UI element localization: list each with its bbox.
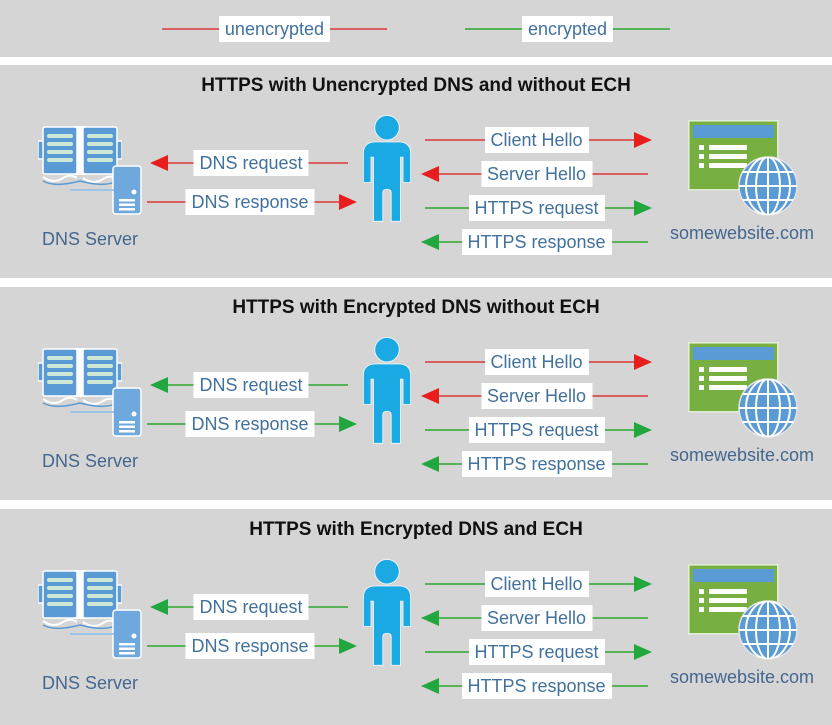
- dns-server-label: DNS Server: [42, 673, 139, 693]
- client-hello-arrow: Client Hello: [423, 127, 652, 153]
- dns-request-arrow: DNS request: [150, 150, 350, 176]
- panel-title: HTTPS with Encrypted DNS without ECH: [232, 297, 600, 318]
- website-label: somewebsite.com: [669, 445, 815, 465]
- legend-item-encrypted: encrypted: [465, 15, 671, 42]
- website-label: somewebsite.com: [669, 667, 815, 687]
- dns-book-icon: [38, 570, 122, 630]
- arrowhead-left-icon: [421, 678, 439, 694]
- user-icon: [362, 115, 412, 222]
- arrow-label: DNS response: [185, 189, 315, 215]
- legend-band: unencrypted encrypted: [0, 0, 832, 57]
- scenario-panel-1: HTTPS with Unencrypted DNS and without E…: [0, 65, 832, 278]
- dns-server-tower-icon: [112, 609, 142, 659]
- arrowhead-left-icon: [421, 388, 439, 404]
- scenario-panel-2: HTTPS with Encrypted DNS without ECH: [0, 287, 832, 500]
- arrow-label: Client Hello: [484, 349, 589, 375]
- arrow-label: DNS response: [185, 633, 315, 659]
- panel-title: HTTPS with Unencrypted DNS and without E…: [201, 75, 631, 96]
- arrowhead-right-icon: [634, 576, 652, 592]
- book-server-connector: [70, 189, 114, 191]
- arrowhead-right-icon: [634, 200, 652, 216]
- server-hello-arrow: Server Hello: [421, 161, 650, 187]
- arrow-label: HTTPS response: [461, 673, 612, 699]
- arrowhead-left-icon: [150, 155, 168, 171]
- website-icon: [688, 564, 798, 660]
- arrow-label: DNS request: [193, 372, 309, 398]
- https-request-arrow: HTTPS request: [423, 195, 652, 221]
- dns-server-tower-icon: [112, 165, 142, 215]
- legend-item-unencrypted: unencrypted: [161, 15, 387, 42]
- arrowhead-left-icon: [421, 166, 439, 182]
- dns-request-arrow: DNS request: [150, 594, 350, 620]
- website-icon: [688, 342, 798, 438]
- arrowhead-right-icon: [634, 132, 652, 148]
- arrowhead-right-icon: [634, 644, 652, 660]
- book-server-connector: [70, 411, 114, 413]
- arrowhead-left-icon: [421, 456, 439, 472]
- client-hello-arrow: Client Hello: [423, 349, 652, 375]
- website-icon: [688, 120, 798, 216]
- dns-response-arrow: DNS response: [145, 189, 357, 215]
- dns-server-label: DNS Server: [42, 229, 139, 249]
- arrowhead-left-icon: [421, 234, 439, 250]
- encrypted-line-sample-icon: [613, 27, 671, 30]
- arrowhead-right-icon: [634, 354, 652, 370]
- arrow-label: Server Hello: [480, 161, 593, 187]
- arrow-label: Server Hello: [480, 383, 593, 409]
- arrowhead-left-icon: [150, 599, 168, 615]
- client-hello-arrow: Client Hello: [423, 571, 652, 597]
- https-request-arrow: HTTPS request: [423, 639, 652, 665]
- server-hello-arrow: Server Hello: [421, 383, 650, 409]
- scenario-panel-3: HTTPS with Encrypted DNS and ECH: [0, 509, 832, 725]
- https-request-arrow: HTTPS request: [423, 417, 652, 443]
- arrow-label: Client Hello: [484, 571, 589, 597]
- unencrypted-line-sample-icon: [330, 27, 387, 30]
- arrow-label: DNS response: [185, 411, 315, 437]
- arrow-label: HTTPS response: [461, 451, 612, 477]
- arrow-label: HTTPS response: [461, 229, 612, 255]
- arrow-label: HTTPS request: [468, 417, 605, 443]
- dns-response-arrow: DNS response: [145, 633, 357, 659]
- dns-book-icon: [38, 126, 122, 186]
- https-response-arrow: HTTPS response: [421, 451, 650, 477]
- dns-book-icon: [38, 348, 122, 408]
- encrypted-line-sample-icon: [465, 27, 522, 30]
- dns-server-label: DNS Server: [42, 451, 139, 471]
- legend-label-unencrypted: unencrypted: [218, 15, 330, 42]
- server-hello-arrow: Server Hello: [421, 605, 650, 631]
- https-response-arrow: HTTPS response: [421, 673, 650, 699]
- arrow-label: Client Hello: [484, 127, 589, 153]
- arrow-label: Server Hello: [480, 605, 593, 631]
- arrowhead-right-icon: [339, 194, 357, 210]
- arrowhead-left-icon: [421, 610, 439, 626]
- arrowhead-left-icon: [150, 377, 168, 393]
- arrowhead-right-icon: [339, 416, 357, 432]
- unencrypted-line-sample-icon: [161, 27, 219, 30]
- arrowhead-right-icon: [634, 422, 652, 438]
- dns-request-arrow: DNS request: [150, 372, 350, 398]
- https-response-arrow: HTTPS response: [421, 229, 650, 255]
- arrow-label: HTTPS request: [468, 639, 605, 665]
- user-icon: [362, 337, 412, 444]
- dns-response-arrow: DNS response: [145, 411, 357, 437]
- book-server-connector: [70, 633, 114, 635]
- arrowhead-right-icon: [339, 638, 357, 654]
- arrow-label: HTTPS request: [468, 195, 605, 221]
- arrow-label: DNS request: [193, 594, 309, 620]
- user-icon: [362, 559, 412, 666]
- arrow-label: DNS request: [193, 150, 309, 176]
- dns-server-tower-icon: [112, 387, 142, 437]
- panel-title: HTTPS with Encrypted DNS and ECH: [249, 519, 583, 540]
- legend-label-encrypted: encrypted: [522, 15, 614, 42]
- website-label: somewebsite.com: [669, 223, 815, 243]
